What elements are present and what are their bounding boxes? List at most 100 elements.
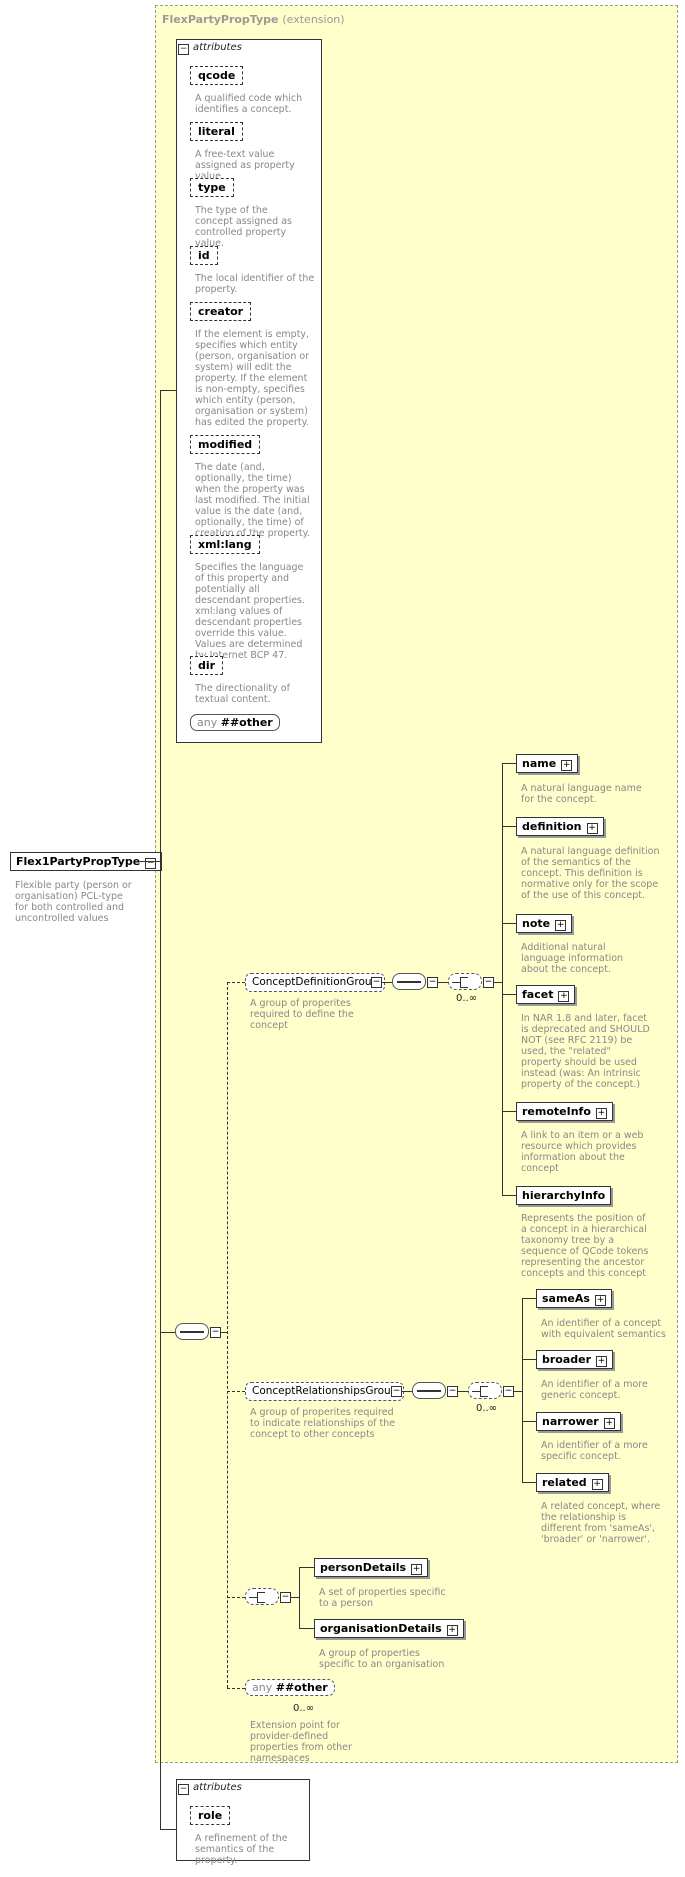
connector <box>291 1597 299 1598</box>
collapse-icon[interactable]: − <box>280 1592 291 1603</box>
sequence-icon <box>417 1390 441 1392</box>
element-related[interactable]: related+ <box>536 1473 609 1492</box>
attribute-desc: A qualified code which identifies a conc… <box>195 93 303 115</box>
group-desc: A group of properites required to define… <box>250 998 354 1031</box>
choice-compositor <box>468 1382 502 1399</box>
collapse-icon[interactable]: − <box>391 1386 402 1397</box>
element-desc: A related concept, where the relationshi… <box>541 1501 661 1545</box>
connector <box>299 1567 300 1629</box>
any-desc: Extension point for provider-defined pro… <box>250 1720 352 1764</box>
choice-icon <box>460 977 468 978</box>
connector <box>458 1391 468 1392</box>
collapse-icon: − <box>145 858 157 869</box>
expand-icon: + <box>558 991 570 1002</box>
connector <box>227 1597 245 1598</box>
connector <box>502 923 516 924</box>
attributes-box <box>176 1779 310 1861</box>
concept-definition-group[interactable]: ConceptDefinitionGroup <box>245 973 386 992</box>
element-facet[interactable]: facet+ <box>516 985 576 1004</box>
element-desc: Represents the position of a concept in … <box>521 1213 649 1279</box>
element-hierarchyInfo[interactable]: hierarchyInfo <box>516 1186 612 1205</box>
connector <box>160 390 176 391</box>
attribute-type[interactable]: type <box>190 178 234 197</box>
expand-icon: + <box>596 1356 608 1367</box>
connector <box>522 1298 523 1483</box>
connector <box>502 1111 516 1112</box>
expand-icon: + <box>586 823 598 834</box>
choice-icon <box>480 1386 481 1396</box>
element-desc: A natural language definition of the sem… <box>521 846 660 901</box>
element-desc: An identifier of a concept with equivale… <box>541 1318 666 1340</box>
connector <box>402 1391 412 1392</box>
expand-icon: + <box>591 1479 603 1490</box>
expand-icon: + <box>411 1564 423 1575</box>
connector <box>502 763 503 1196</box>
connector <box>522 1359 536 1360</box>
element-organisationDetails[interactable]: organisationDetails+ <box>314 1619 464 1638</box>
element-desc: A group of properties specific to an org… <box>319 1648 445 1670</box>
attribute-xml-lang[interactable]: xml:lang <box>190 535 260 554</box>
choice-icon <box>257 1602 265 1603</box>
element-personDetails[interactable]: personDetails+ <box>314 1558 429 1577</box>
element-narrower[interactable]: narrower+ <box>536 1412 621 1431</box>
root-element[interactable]: Flex1PartyPropType− <box>10 852 163 871</box>
attribute-role[interactable]: role <box>190 1806 231 1825</box>
connector <box>382 982 392 983</box>
sequence-icon <box>180 1331 204 1333</box>
connector <box>502 763 516 764</box>
element-name[interactable]: name+ <box>516 754 579 773</box>
connector <box>140 861 160 862</box>
attributes-box <box>176 39 322 743</box>
element-desc: An identifier of a more specific concept… <box>541 1440 648 1462</box>
attribute-desc: The local identifier of the property. <box>195 273 315 295</box>
choice-icon <box>460 977 461 987</box>
choice-icon <box>472 1391 480 1392</box>
attributes-header[interactable]: −attributes <box>178 42 242 55</box>
connector <box>160 1332 175 1333</box>
choice-icon <box>249 1597 257 1598</box>
attribute-desc: A refinement of the semantics of the pro… <box>195 1833 288 1866</box>
connector <box>494 982 502 983</box>
attribute-desc: Specifies the language of this property … <box>195 562 306 661</box>
element-definition[interactable]: definition+ <box>516 817 604 836</box>
element-broader[interactable]: broader+ <box>536 1350 614 1369</box>
choice-compositor <box>245 1588 279 1605</box>
attribute-modified[interactable]: modified <box>190 435 261 454</box>
connector <box>227 982 228 1688</box>
concept-relationships-group[interactable]: ConceptRelationshipsGroup <box>245 1382 405 1401</box>
choice-icon <box>452 982 460 983</box>
attribute-dir[interactable]: dir <box>190 656 224 675</box>
attributes-header[interactable]: −attributes <box>178 1782 242 1795</box>
group-desc: A group of properites required to indica… <box>250 1407 396 1440</box>
connector <box>221 1332 227 1333</box>
attribute-id[interactable]: id <box>190 246 218 265</box>
connector <box>227 1391 245 1392</box>
any-attribute[interactable]: any ##other <box>190 714 280 731</box>
collapse-icon[interactable]: − <box>447 1386 458 1397</box>
collapse-icon: − <box>178 1784 189 1795</box>
element-remoteInfo[interactable]: remoteInfo+ <box>516 1102 613 1121</box>
collapse-icon[interactable]: − <box>427 977 438 988</box>
attribute-literal[interactable]: literal <box>190 122 243 141</box>
attribute-qcode[interactable]: qcode <box>190 66 244 85</box>
root-desc: Flexible party (person or organisation) … <box>15 880 132 924</box>
element-note[interactable]: note+ <box>516 914 573 933</box>
element-desc: A link to an item or a web resource whic… <box>521 1130 644 1174</box>
collapse-icon[interactable]: − <box>503 1386 514 1397</box>
element-sameAs[interactable]: sameAs+ <box>536 1289 612 1308</box>
connector <box>502 994 516 995</box>
collapse-icon[interactable]: − <box>210 1327 221 1338</box>
element-desc: Additional natural language information … <box>521 942 624 975</box>
choice-icon <box>460 987 468 988</box>
connector <box>160 1829 176 1830</box>
extension-title: FlexPartyPropType (extension) <box>162 13 345 26</box>
collapse-icon[interactable]: − <box>483 977 494 988</box>
attribute-desc: The date (and, optionally, the time) whe… <box>195 462 310 539</box>
attribute-creator[interactable]: creator <box>190 302 252 321</box>
choice-icon <box>257 1592 258 1602</box>
connector <box>502 826 516 827</box>
expand-icon: + <box>603 1418 615 1429</box>
any-other-element[interactable]: any ##other <box>245 1679 335 1696</box>
collapse-icon[interactable]: − <box>371 977 382 988</box>
connector <box>522 1482 536 1483</box>
